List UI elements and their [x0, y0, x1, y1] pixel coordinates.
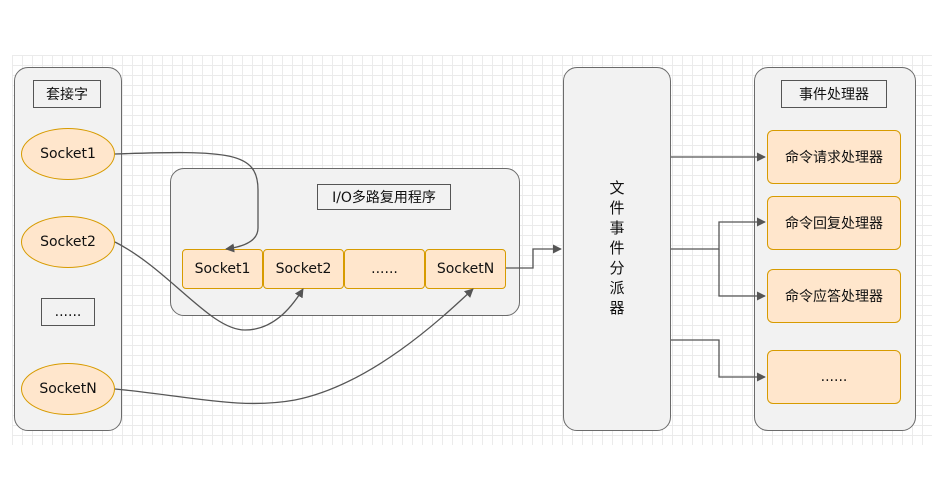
dispatcher-char: 文	[609, 179, 625, 197]
socket-node-1: Socket1	[21, 128, 115, 180]
dispatcher-char: 器	[609, 299, 625, 317]
edge-queue-to-dispatcher	[506, 244, 562, 269]
dispatcher-char: 事	[609, 219, 625, 237]
dispatcher-char: 派	[609, 279, 625, 297]
command-response-handler: 命令应答处理器	[767, 269, 901, 323]
file-event-dispatcher-label: 文 件 事 件 分 派 器	[565, 178, 669, 318]
edge-dispatcher-to-other-handler	[671, 339, 766, 382]
dispatcher-char: 件	[609, 239, 625, 257]
edge-socket1-to-queue	[114, 151, 259, 253]
edge-dispatcher-to-response-handler	[718, 249, 766, 301]
sockets-panel-title: 套接字	[33, 80, 101, 108]
file-event-dispatcher	[563, 67, 671, 431]
socket-node-n: SocketN	[21, 363, 115, 415]
edge-socketn-to-queue	[114, 288, 474, 405]
queue-socket-1: Socket1	[182, 249, 263, 289]
queue-socket-ellipsis: ......	[344, 249, 425, 289]
dispatcher-char: 件	[609, 199, 625, 217]
dispatcher-char: 分	[609, 259, 625, 277]
event-handlers-title: 事件处理器	[781, 80, 887, 108]
command-reply-handler: 命令回复处理器	[767, 196, 901, 250]
io-multiplexer-title: I/O多路复用程序	[317, 184, 451, 210]
handler-ellipsis: ......	[767, 350, 901, 404]
socket-node-ellipsis: ......	[41, 298, 95, 326]
socket-node-2: Socket2	[21, 216, 115, 268]
queue-socket-2: Socket2	[263, 249, 344, 289]
edge-socket2-to-queue	[114, 241, 304, 331]
edge-dispatcher-split	[671, 217, 766, 250]
command-request-handler: 命令请求处理器	[767, 130, 901, 184]
